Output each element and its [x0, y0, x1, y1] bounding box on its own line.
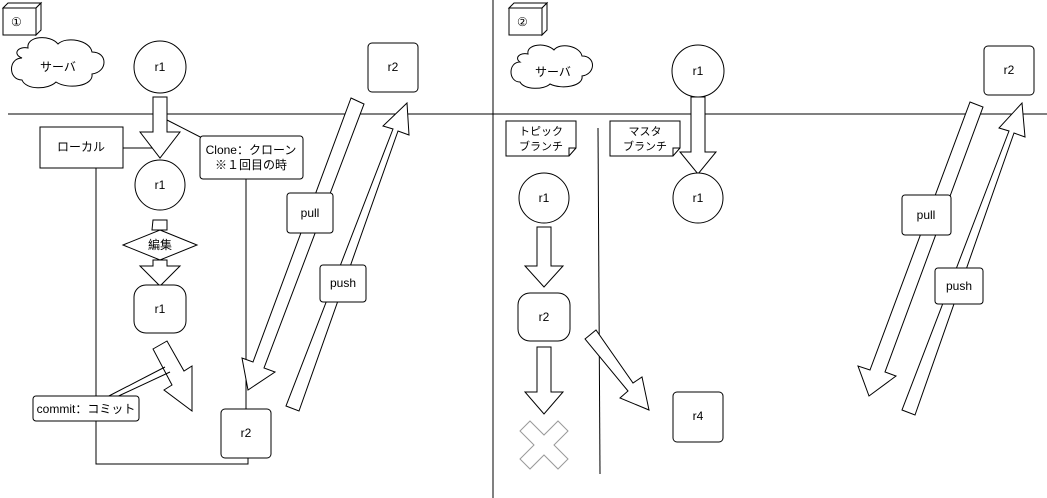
commit-callout-pointer-b: [109, 371, 171, 401]
commit-label: commit：コミット: [37, 402, 136, 416]
section1-number: ①: [11, 15, 22, 29]
topic-r1-label: r1: [539, 191, 550, 205]
local-r1-label: r1: [155, 178, 166, 192]
server-label-1: サーバ: [40, 60, 76, 74]
pull-arrow-2: [857, 101, 984, 397]
master-branch-note: [609, 120, 681, 157]
branch-divider: [597, 127, 601, 475]
local-label: ローカル: [57, 140, 105, 154]
topic-branch-line1: トピック: [519, 125, 563, 138]
delete-cross-icon: [519, 420, 569, 470]
edited-r1-box: [133, 284, 187, 334]
local-frame-left: [95, 168, 249, 465]
edited-r1-label: r1: [155, 302, 166, 316]
local-r1-circle: [134, 159, 186, 211]
arrow-to-edited-r1: [138, 259, 182, 287]
local-r2-box: [220, 408, 272, 459]
push-label-2: push: [946, 279, 972, 293]
topic-r2-label: r2: [539, 310, 550, 324]
topic-branch-line2: ブランチ: [519, 139, 563, 153]
master-branch-line1: マスタ: [629, 125, 662, 138]
push-arrow-2: [901, 101, 1026, 416]
topic-arrow-1: [523, 226, 565, 288]
pull-label-box-1: [286, 192, 334, 234]
local-master-r1-label: r1: [693, 191, 704, 205]
server-r2-box-2: [983, 45, 1035, 96]
clone-callout: [199, 135, 304, 180]
section2: ② サーバ r1 r2 トピック ブランチ マスタ ブランチ r1 r1: [505, 1, 1035, 475]
server-r1-label: r1: [155, 60, 166, 74]
server-label-2: サーバ: [535, 65, 571, 79]
push-label-box-1: [319, 264, 367, 303]
topic-r1-circle: [518, 172, 570, 224]
master-r4-box: [672, 391, 724, 443]
edit-label: 編集: [148, 237, 172, 252]
push-label-box-2: [934, 267, 984, 305]
server-cloud-1: サーバ: [11, 37, 105, 89]
server-r2-label: r2: [388, 60, 399, 74]
pull-label-2: pull: [917, 208, 936, 222]
local-r2-label: r2: [241, 426, 252, 440]
master-r4-label: r4: [693, 409, 704, 423]
arrow-to-edit: [151, 219, 168, 231]
commit-callout-pointer-a: [104, 366, 166, 399]
server-r2-box: [367, 42, 419, 93]
server-master-r1-label: r1: [693, 64, 704, 78]
master-clone-arrow: [678, 96, 718, 175]
commit-arrow: [152, 340, 193, 412]
local-label-box: [39, 126, 124, 169]
server-cloud-2: サーバ: [510, 44, 593, 89]
clone-callout-line2: ※１回目の時: [215, 158, 287, 172]
clone-arrow: [138, 96, 182, 159]
topic-r2-box: [517, 292, 571, 342]
section2-number-cube: ②: [507, 1, 549, 37]
clone-callout-line1: Clone：クローン: [206, 143, 297, 157]
section1-number-cube: ①: [1, 1, 43, 37]
pull-arrow-1: [241, 97, 365, 391]
section2-number: ②: [517, 15, 528, 29]
commit-callout: [32, 395, 140, 422]
push-arrow-1: [285, 101, 410, 412]
local-master-r1-circle: [672, 172, 724, 224]
pull-label-1: pull: [301, 206, 320, 220]
pull-label-box-2: [901, 194, 952, 236]
section1: ① サーバ r1 r2 ローカル Clone：クローン ※１回目の時 r1: [1, 1, 419, 465]
server-r2-label-2: r2: [1004, 63, 1015, 77]
server-r1-circle: [133, 40, 187, 94]
topic-branch-note: [505, 120, 577, 157]
push-label-1: push: [330, 276, 356, 290]
merge-arrow: [584, 329, 650, 411]
topic-arrow-2: [523, 346, 565, 415]
master-branch-line2: ブランチ: [623, 139, 667, 153]
